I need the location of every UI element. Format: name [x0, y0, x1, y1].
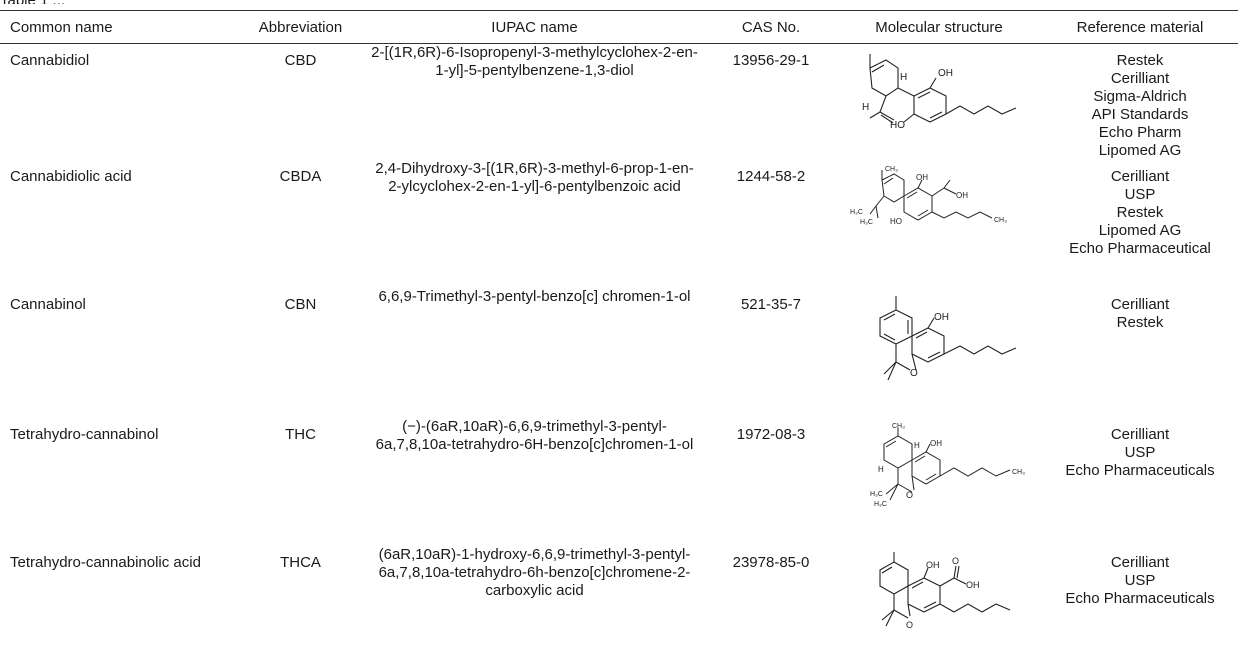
- table-row: Cannabidiol CBD 2-[(1R,6R)-6-Isopropenyl…: [0, 44, 1238, 161]
- header-iupac-name: IUPAC name: [363, 11, 706, 44]
- label-oh-2: OH: [966, 580, 980, 590]
- label-o-2: O: [906, 620, 913, 630]
- label-h: H: [914, 441, 920, 450]
- cell-cas-number: 521-35-7: [740, 296, 802, 313]
- cell-iupac-name: 2-[(1R,6R)-6-Isopropenyl-3-methylcyclohe…: [371, 44, 698, 79]
- molecular-structure-diagram: OH O: [879, 296, 1017, 381]
- molecular-structure-diagram: CH₃ OH O H₃C H₃C CH₃ H H: [870, 423, 1025, 508]
- table-row: Cannabinol CBN 6,6,9-Trimethyl-3-pentyl-…: [0, 288, 1238, 418]
- cell-molecular-structure: CH₃ H₃C H₃C OH OH HO CH₃: [836, 160, 1042, 288]
- label-oh: OH: [926, 560, 940, 570]
- molecular-structure-diagram: OH HO H H: [862, 54, 1017, 131]
- cell-cas-number: 23978-85-0: [732, 554, 810, 571]
- reference-item: Restek: [1116, 204, 1164, 221]
- reference-item: Echo Pharmaceuticals: [1065, 590, 1215, 607]
- reference-item: Cerilliant: [1110, 168, 1170, 185]
- label-h: H: [900, 72, 907, 83]
- label-oh-2: OH: [956, 191, 968, 200]
- cell-common-name: Tetrahydro-cannabinol: [10, 426, 159, 443]
- reference-item: Lipomed AG: [1098, 222, 1182, 239]
- cell-common-name: Cannabinol: [10, 296, 86, 313]
- reference-item: Cerilliant: [1110, 296, 1170, 313]
- table-top-rule: [0, 10, 1238, 11]
- cell-reference-material: Cerilliant Restek: [1042, 288, 1238, 418]
- reference-item: USP: [1124, 444, 1156, 461]
- label-ch3: CH₃: [885, 166, 898, 173]
- label-o: O: [906, 490, 913, 500]
- reference-item: API Standards: [1091, 106, 1189, 123]
- molecular-structure-diagram: OH O OH O: [879, 552, 1011, 630]
- cell-cas-number: 1244-58-2: [736, 168, 806, 185]
- cell-common-name: Cannabidiol: [10, 52, 90, 69]
- cell-abbreviation: THC: [285, 426, 316, 443]
- cell-iupac-name: 2,4-Dihydroxy-3-[(1R,6R)-3-methyl-6-prop…: [375, 160, 694, 195]
- reference-item: USP: [1124, 572, 1156, 589]
- cell-cas-number: 13956-29-1: [732, 52, 810, 69]
- reference-item: Echo Pharmaceuticals: [1065, 462, 1215, 479]
- label-ch3-2: CH₃: [1012, 469, 1025, 476]
- cell-common-name: Tetrahydro-cannabinolic acid: [10, 554, 201, 571]
- cell-cas-number: 1972-08-3: [736, 426, 806, 443]
- label-ch3-2: CH₃: [994, 217, 1007, 224]
- cell-reference-material: Restek Cerilliant Sigma-Aldrich API Stan…: [1042, 44, 1238, 161]
- cell-molecular-structure: OH HO H H: [836, 44, 1042, 161]
- header-molecular-structure: Molecular structure: [836, 11, 1042, 44]
- cell-reference-material: Cerilliant USP Echo Pharmaceuticals: [1042, 418, 1238, 546]
- label-h3c-2: H₃C: [874, 501, 887, 508]
- cell-abbreviation: THCA: [280, 554, 321, 571]
- molecular-structure-diagram: CH₃ H₃C H₃C OH OH HO CH₃: [850, 166, 1007, 226]
- header-cas-number: CAS No.: [706, 11, 836, 44]
- label-h3c-2: H₃C: [860, 219, 873, 226]
- table-row: Tetrahydro-cannabinol THC (−)-(6aR,10aR)…: [0, 418, 1238, 546]
- reference-item: Cerilliant: [1110, 426, 1170, 443]
- header-abbreviation: Abbreviation: [238, 11, 363, 44]
- label-o: O: [952, 556, 959, 566]
- label-o: O: [910, 368, 918, 379]
- cell-iupac-name: (6aR,10aR)-1-hydroxy-6,6,9-trimethyl-3-p…: [378, 546, 691, 599]
- label-h-2: H: [878, 465, 884, 474]
- table-row: Tetrahydro-cannabinolic acid THCA (6aR,1…: [0, 546, 1238, 654]
- header-reference-material: Reference material: [1042, 11, 1238, 44]
- cell-molecular-structure: OH O OH O: [836, 546, 1042, 654]
- cell-molecular-structure: OH O: [836, 288, 1042, 418]
- table-caption-partial: Table 1 ...: [0, 0, 120, 4]
- label-ho: HO: [890, 217, 902, 226]
- label-h-2: H: [862, 102, 869, 113]
- cell-reference-material: Cerilliant USP Restek Lipomed AG Echo Ph…: [1042, 160, 1238, 288]
- reference-item: Echo Pharm: [1098, 124, 1182, 141]
- cell-abbreviation: CBDA: [279, 168, 322, 185]
- reference-item: Cerilliant: [1110, 70, 1170, 87]
- cell-abbreviation: CBN: [284, 296, 317, 313]
- label-oh: OH: [938, 68, 953, 79]
- cell-abbreviation: CBD: [284, 52, 317, 69]
- cell-iupac-name: 6,6,9-Trimethyl-3-pentyl-benzo[c] chrome…: [378, 288, 691, 305]
- reference-item: Echo Pharmaceutical: [1069, 240, 1211, 257]
- table-row: Cannabidiolic acid CBDA 2,4-Dihydroxy-3-…: [0, 160, 1238, 288]
- cell-molecular-structure: CH₃ OH O H₃C H₃C CH₃ H H: [836, 418, 1042, 546]
- table-header: Common name Abbreviation IUPAC name CAS …: [0, 11, 1238, 44]
- label-ch3: CH₃: [892, 423, 905, 430]
- cell-common-name: Cannabidiolic acid: [10, 168, 132, 185]
- reference-item: Cerilliant: [1110, 554, 1170, 571]
- label-oh: OH: [930, 439, 942, 448]
- reference-item: Sigma-Aldrich: [1093, 88, 1187, 105]
- label-h3c: H₃C: [870, 491, 883, 498]
- reference-item: USP: [1124, 186, 1156, 203]
- reference-item: Lipomed AG: [1098, 142, 1182, 159]
- cell-iupac-name: (−)-(6aR,10aR)-6,6,9-trimethyl-3-pentyl-…: [375, 418, 694, 453]
- cell-reference-material: Cerilliant USP Echo Pharmaceuticals: [1042, 546, 1238, 654]
- header-common-name: Common name: [0, 11, 238, 44]
- label-ho: HO: [890, 120, 905, 131]
- reference-item: Restek: [1116, 314, 1164, 331]
- cannabinoid-table: Common name Abbreviation IUPAC name CAS …: [0, 11, 1238, 654]
- label-h3c: H₃C: [850, 209, 863, 216]
- label-oh: OH: [934, 312, 949, 323]
- reference-item: Restek: [1116, 52, 1164, 69]
- label-oh: OH: [916, 173, 928, 182]
